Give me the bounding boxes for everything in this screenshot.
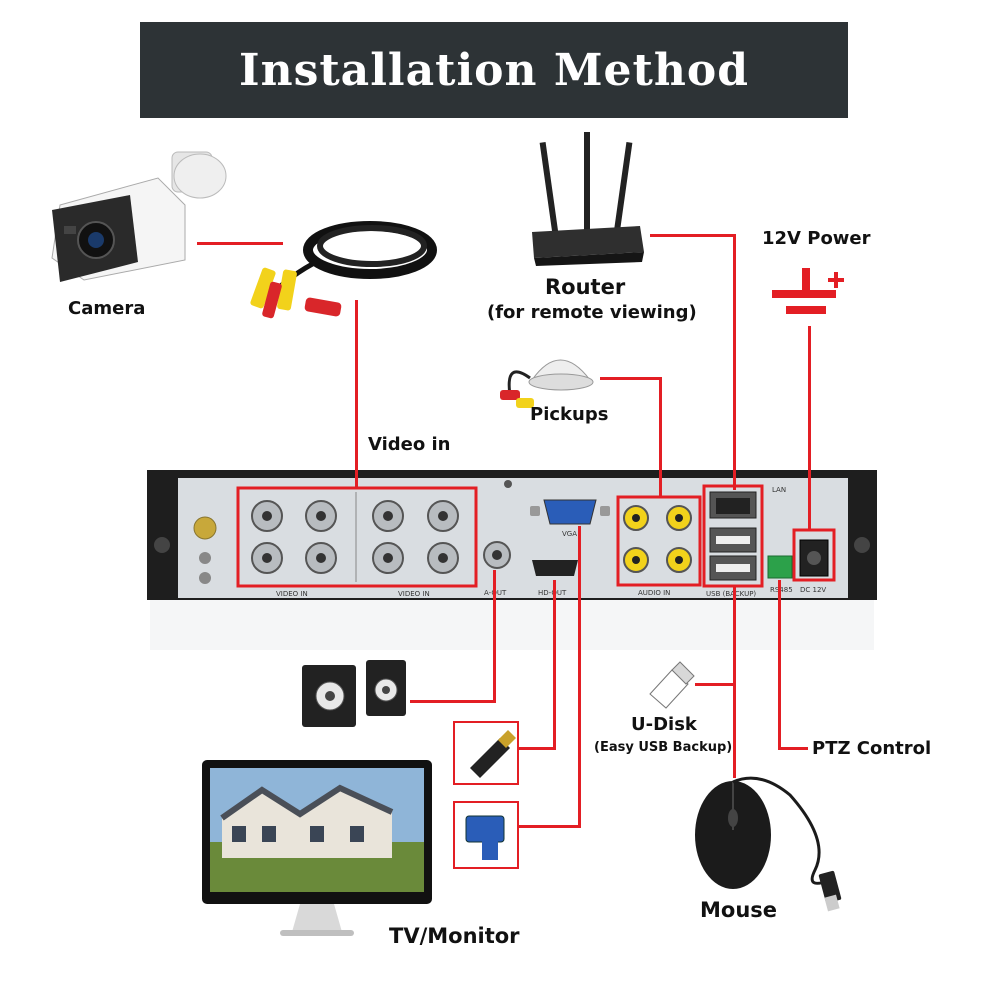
router-icon xyxy=(532,132,644,266)
panel-label-audio-in: AUDIO IN xyxy=(638,589,670,597)
wire-ptz-v xyxy=(778,580,781,750)
wire-power xyxy=(808,326,811,530)
audio-in-highlight xyxy=(616,495,702,587)
panel-label-vga: VGA xyxy=(562,530,577,538)
label-tv-monitor: TV/Monitor xyxy=(389,924,520,948)
wire-camera-cable xyxy=(197,242,283,245)
wire-usb-v xyxy=(733,586,736,778)
rs485-port xyxy=(767,555,793,579)
video-in-highlight xyxy=(236,486,478,588)
video-in-ports xyxy=(251,492,459,582)
hdmi-port xyxy=(532,560,578,576)
power-icon xyxy=(772,268,844,314)
wire-udisk-h xyxy=(695,683,735,686)
vga-cable-icon xyxy=(453,801,519,869)
wire-pickups-h xyxy=(600,377,662,380)
tv-monitor-icon xyxy=(202,760,432,936)
panel-label-dc12v: DC 12V xyxy=(800,586,826,594)
mouse-icon xyxy=(695,776,842,912)
label-power: 12V Power xyxy=(762,228,871,249)
pickup-microphone-icon xyxy=(500,359,594,408)
label-pickups: Pickups xyxy=(530,404,609,425)
wire-aout-h xyxy=(410,700,496,703)
camera-icon xyxy=(51,151,227,282)
wire-router-h xyxy=(650,234,736,237)
usb-disk-icon xyxy=(649,661,695,709)
label-router-sub: (for remote viewing) xyxy=(487,302,697,323)
label-mouse: Mouse xyxy=(700,898,778,922)
label-udisk: U-Disk xyxy=(631,714,697,735)
panel-label-hd-out: HD-OUT xyxy=(538,589,567,597)
dvr-recorder: VIDEO IN VIDEO IN A-OUT HD-OUT VGA AUDIO… xyxy=(147,470,877,650)
speakers-icon xyxy=(302,660,406,727)
label-video-in: Video in xyxy=(368,434,451,455)
panel-label-video-in-left: VIDEO IN xyxy=(276,590,308,598)
vga-port xyxy=(543,499,597,525)
wire-router-lan xyxy=(733,234,736,490)
label-router: Router xyxy=(545,275,626,299)
hdmi-cable-icon xyxy=(453,721,519,785)
title-banner: Installation Method xyxy=(140,22,848,118)
label-ptz: PTZ Control xyxy=(812,738,932,759)
wire-aout-v xyxy=(493,570,496,702)
dc-highlight xyxy=(792,528,836,582)
panel-label-lan: LAN xyxy=(772,486,786,494)
wire-video-in xyxy=(355,300,358,488)
panel-label-usb: USB (BACKUP) xyxy=(706,590,756,598)
audio-in-ports xyxy=(623,505,692,573)
panel-label-video-in-right: VIDEO IN xyxy=(398,590,430,598)
label-camera: Camera xyxy=(68,298,146,319)
bnc-cable-icon xyxy=(250,221,437,319)
wire-hdmi-h xyxy=(518,747,556,750)
page-title: Installation Method xyxy=(239,44,749,96)
wire-pickups-v xyxy=(659,377,662,497)
wire-vga-h xyxy=(518,825,581,828)
wire-ptz-h xyxy=(778,747,808,750)
wire-vga-v xyxy=(578,526,581,828)
label-udisk-sub: (Easy USB Backup) xyxy=(594,740,733,755)
panel-label-rs485: RS485 xyxy=(770,586,793,594)
wire-hdmi-v xyxy=(553,580,556,750)
